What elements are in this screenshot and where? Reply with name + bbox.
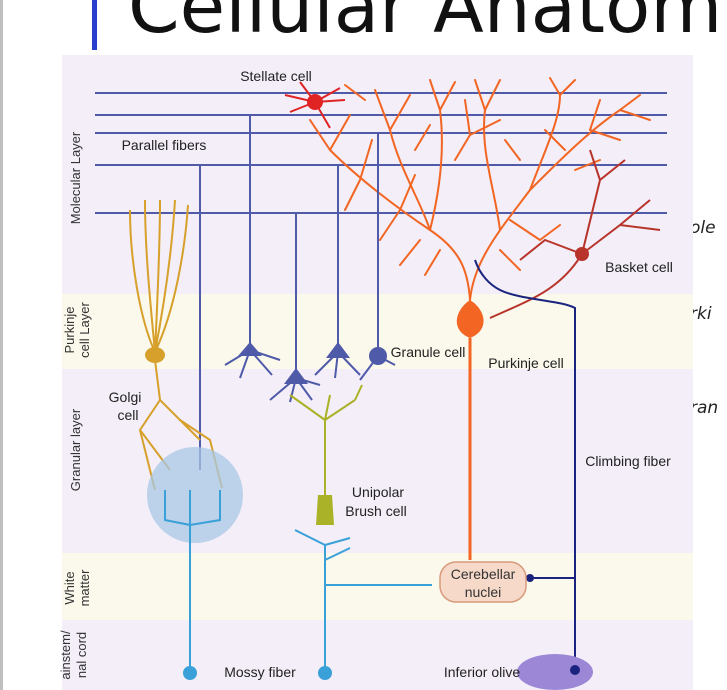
cerebellar-nuclei-box xyxy=(439,561,527,603)
purkinje-soma xyxy=(456,300,484,338)
label-basket-cell: Basket cell xyxy=(605,259,673,275)
label-golgi-1: Golgi xyxy=(109,389,142,405)
label-inferior-olive: Inferior olive xyxy=(444,664,520,680)
unipolar-brush-processes xyxy=(289,384,363,505)
mossy-fiber-terminal-1 xyxy=(183,666,197,680)
slide-title: Cellular Anatom xyxy=(128,0,723,50)
side-text-granular: ran xyxy=(690,398,719,418)
unipolar-brush-soma xyxy=(316,495,334,525)
climbing-fiber xyxy=(474,259,576,665)
mossy-fibers xyxy=(164,490,432,670)
label-unipolar-2: Brush cell xyxy=(345,503,406,519)
layer-label-molecular: Molecular Layer xyxy=(68,131,83,224)
layer-label-brainstem-2: nal cord xyxy=(74,632,89,678)
label-parallel-fibers: Parallel fibers xyxy=(122,137,207,153)
side-text-purkinje: rki xyxy=(690,304,712,324)
layer-label-white-2: matter xyxy=(77,569,92,607)
granule-axons xyxy=(199,115,379,470)
climbing-origin xyxy=(570,665,580,675)
glomerulus xyxy=(147,447,243,543)
label-golgi-2: cell xyxy=(117,407,138,423)
label-stellate-cell: Stellate cell xyxy=(240,68,312,84)
mossy-fiber-terminal-2 xyxy=(318,666,332,680)
label-climbing-fiber: Climbing fiber xyxy=(585,453,671,469)
golgi-soma xyxy=(145,347,165,363)
layer-label-purkinje-1: Purkinje xyxy=(62,307,77,354)
basket-cell-processes xyxy=(489,149,661,319)
label-unipolar-1: Unipolar xyxy=(352,484,404,500)
stellate-cell-soma xyxy=(307,94,323,110)
granule-dendrites xyxy=(224,349,396,403)
basket-cell-soma xyxy=(575,247,589,261)
layer-label-white-1: White xyxy=(62,571,77,604)
climbing-terminal xyxy=(526,574,534,582)
side-text-molecular: ole xyxy=(690,218,716,238)
label-mossy-fiber: Mossy fiber xyxy=(224,664,296,680)
label-granule-cell: Granule cell xyxy=(391,344,466,360)
stellate-cell-processes xyxy=(284,81,346,129)
golgi-dendrites xyxy=(129,199,223,491)
layer-label-granular: Granular layer xyxy=(68,408,83,491)
layer-label-brainstem-1: ainstem/ xyxy=(58,630,73,680)
inferior-olive-shape xyxy=(517,654,593,690)
purkinje-dendrites xyxy=(309,77,651,301)
label-nuclei-2: nuclei xyxy=(465,584,502,600)
layer-label-purkinje-2: cell Layer xyxy=(77,302,92,358)
label-nuclei-1: Cerebellar xyxy=(451,566,516,582)
parallel-fibers xyxy=(95,92,667,214)
label-purkinje-cell: Purkinje cell xyxy=(488,355,563,371)
title-accent-bar xyxy=(92,0,97,50)
white-matter-band xyxy=(62,553,693,620)
slide-left-border xyxy=(0,0,3,690)
